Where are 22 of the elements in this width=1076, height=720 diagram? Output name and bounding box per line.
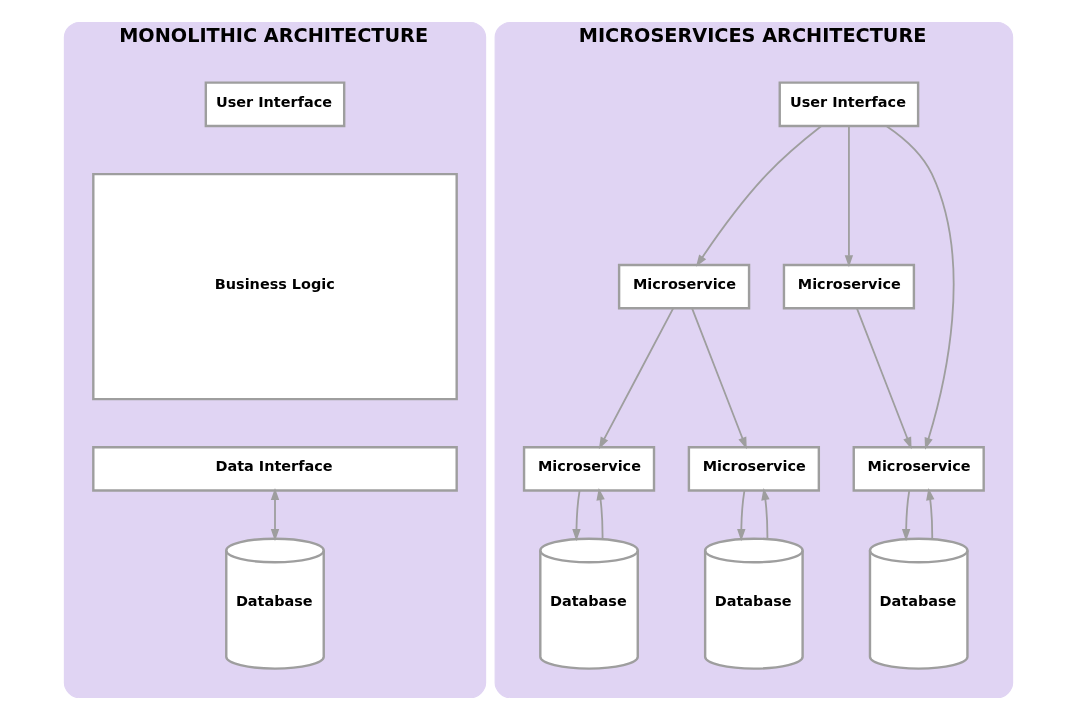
arrow bbox=[760, 488, 770, 540]
node-box: Microservice bbox=[687, 446, 820, 492]
arrow bbox=[925, 488, 934, 540]
arrow bbox=[844, 125, 853, 268]
node-box: Microservice bbox=[617, 263, 750, 310]
node-box: Microservice bbox=[782, 263, 915, 310]
node-box: Data Interface bbox=[91, 446, 458, 492]
node-box: User Interface bbox=[778, 81, 919, 128]
arrow bbox=[695, 125, 822, 267]
arrow bbox=[595, 488, 605, 540]
arrow bbox=[855, 307, 912, 450]
node-box: User Interface bbox=[204, 81, 345, 128]
node-box: Microservice bbox=[522, 446, 655, 492]
arrow bbox=[571, 489, 581, 542]
arrow bbox=[690, 307, 747, 450]
arrow bbox=[270, 488, 279, 542]
arrow bbox=[885, 125, 954, 450]
node-box: Business Logic bbox=[91, 172, 458, 401]
node-box: Microservice bbox=[852, 446, 985, 492]
arrow bbox=[736, 489, 745, 542]
arrow bbox=[901, 489, 910, 542]
arrow bbox=[598, 307, 674, 450]
